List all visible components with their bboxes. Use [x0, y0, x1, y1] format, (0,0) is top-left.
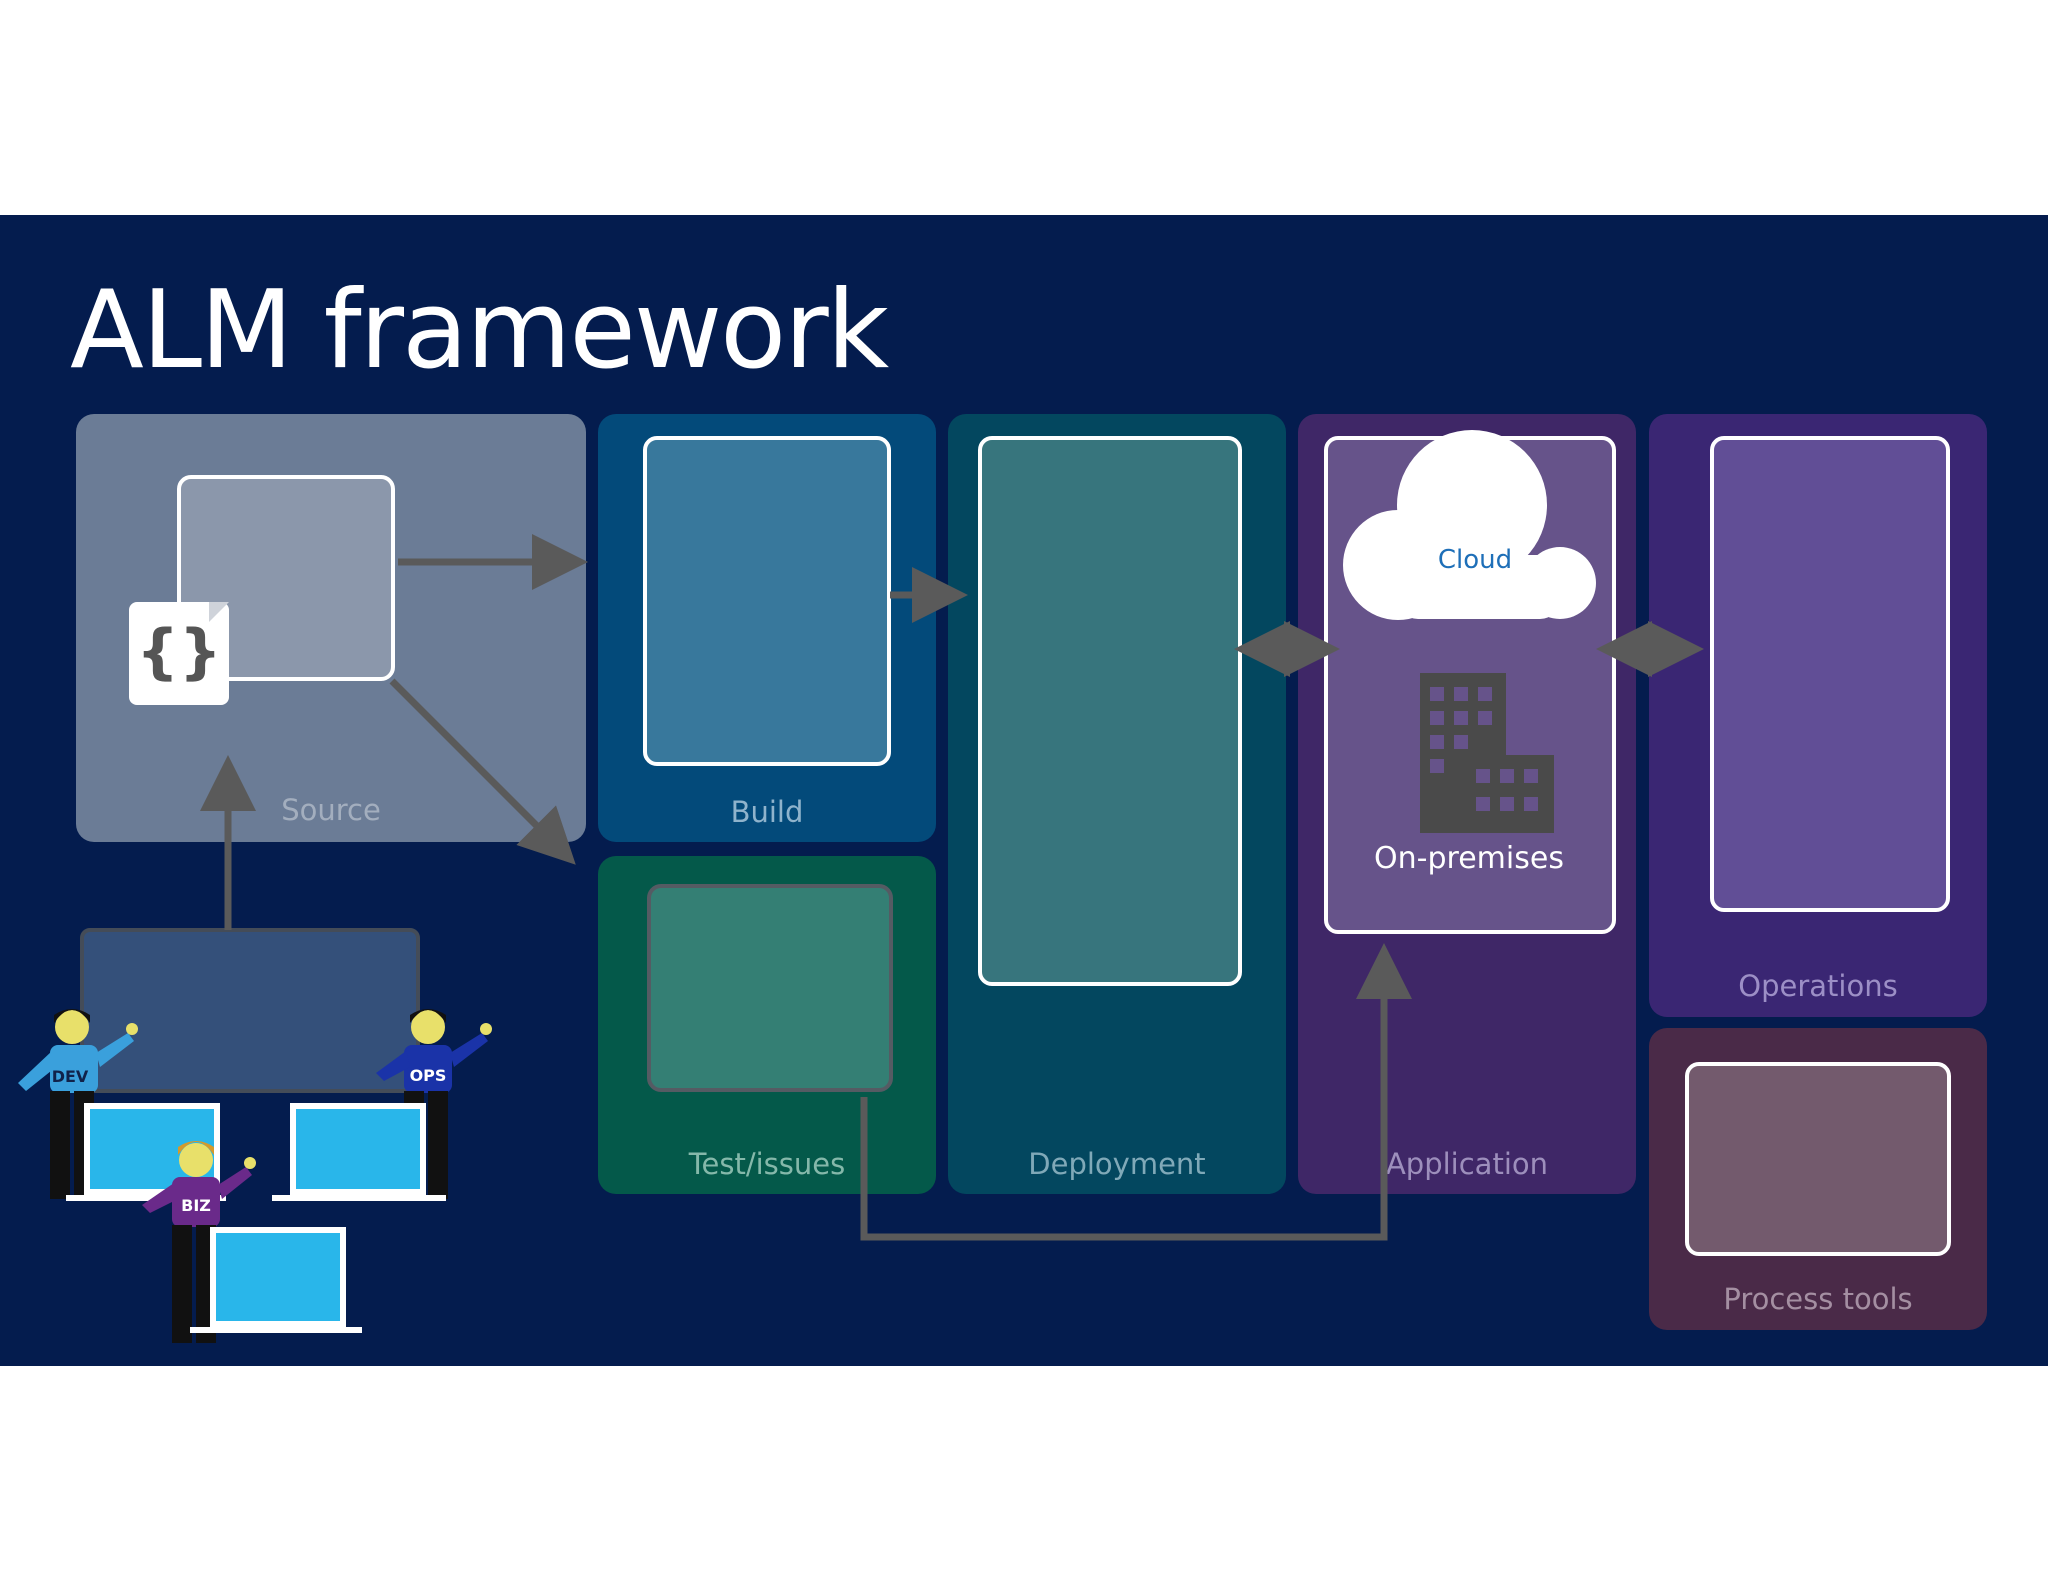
slide-title: ALM framework	[70, 268, 889, 393]
code-braces-glyph: {}	[136, 617, 222, 687]
build-panel: Build	[598, 414, 936, 842]
process-tools-label: Process tools	[1723, 1282, 1913, 1316]
biz-person: BIZ	[142, 1141, 256, 1343]
test-issues-panel: Test/issues	[598, 856, 936, 1194]
on-premises-label: On-premises	[1374, 841, 1564, 876]
source-panel: {} Source	[76, 414, 586, 842]
deployment-label: Deployment	[1028, 1147, 1206, 1181]
process-tools-panel: Process tools	[1649, 1028, 1987, 1330]
cloud-label: Cloud	[1438, 545, 1512, 575]
dev-badge: DEV	[52, 1067, 89, 1086]
building-icon	[1420, 673, 1554, 833]
operations-box	[1710, 436, 1950, 912]
test-box	[647, 884, 893, 1092]
biz-badge: BIZ	[181, 1196, 211, 1215]
deployment-panel: Deployment	[948, 414, 1286, 1194]
biz-laptop	[190, 1227, 362, 1333]
test-issues-label: Test/issues	[688, 1147, 846, 1181]
operations-panel: Operations	[1649, 414, 1987, 1017]
process-tools-box	[1685, 1062, 1951, 1256]
build-label: Build	[730, 795, 804, 829]
diagram-overlay: Cloud On-premises DEV	[18, 430, 1704, 1343]
application-label: Application	[1385, 1147, 1549, 1181]
ops-laptop	[272, 1103, 446, 1201]
arrow-test-to-application	[860, 943, 1412, 1241]
build-box	[643, 436, 891, 766]
slide: ALM framework {} Source Build Test/issue…	[0, 215, 2048, 1366]
team-board	[80, 928, 420, 1093]
cloud-icon	[1343, 430, 1596, 620]
source-label: Source	[281, 793, 381, 827]
code-file-icon: {}	[129, 602, 229, 705]
arrow-source-to-test	[389, 678, 576, 865]
ops-badge: OPS	[410, 1066, 447, 1085]
operations-label: Operations	[1738, 969, 1898, 1003]
deployment-box	[978, 436, 1242, 986]
